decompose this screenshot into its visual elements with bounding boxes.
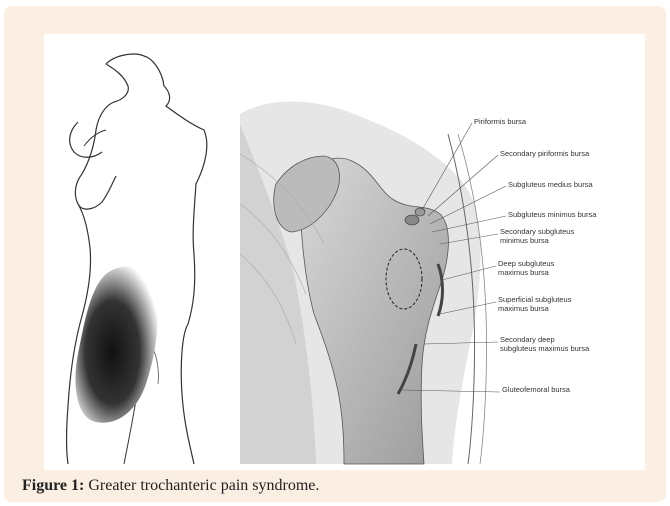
label-subgluteus-minimus-bursa: Subgluteus minimus bursa bbox=[508, 210, 597, 219]
label-gluteofemoral-bursa: Gluteofemoral bursa bbox=[502, 385, 571, 394]
label-secondary-deep-subgluteus-maximus-bursa: Secondary deep subgluteus maximus bursa bbox=[500, 335, 590, 353]
label-superficial-subgluteus-maximus-bursa: Superficial subgluteus maximus bursa bbox=[498, 295, 573, 313]
figure-container: Piriformis bursa Secondary piriformis bu… bbox=[4, 6, 666, 502]
label-secondary-subgluteus-minimus-bursa: Secondary subgluteus minimus bursa bbox=[500, 227, 576, 245]
figure-caption: Figure 1: Greater trochanteric pain synd… bbox=[22, 477, 319, 495]
label-subgluteus-medius-bursa: Subgluteus medius bursa bbox=[508, 180, 593, 189]
figure-caption-text: Greater trochanteric pain syndrome. bbox=[84, 477, 319, 494]
figure-image-panel: Piriformis bursa Secondary piriformis bu… bbox=[44, 34, 645, 470]
label-piriformis-bursa: Piriformis bursa bbox=[474, 117, 527, 126]
anatomy-labels: Piriformis bursa Secondary piriformis bu… bbox=[474, 117, 597, 394]
figure-caption-label: Figure 1: bbox=[22, 477, 84, 494]
figure-illustration: Piriformis bursa Secondary piriformis bu… bbox=[44, 34, 645, 470]
hip-anatomy-drawing bbox=[240, 102, 487, 464]
label-deep-subgluteus-maximus-bursa: Deep subgluteus maximus bursa bbox=[498, 259, 556, 277]
label-secondary-piriformis-bursa: Secondary piriformis bursa bbox=[500, 149, 590, 158]
